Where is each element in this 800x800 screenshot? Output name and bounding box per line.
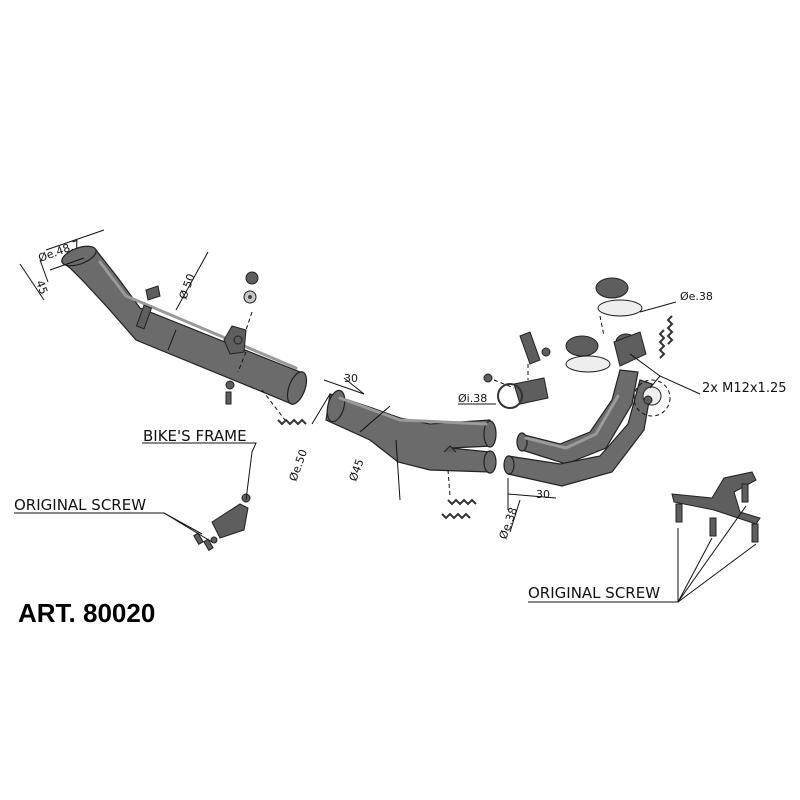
dim-30-a: 30 [344, 372, 358, 385]
dim-30-b: 30 [536, 488, 550, 501]
leader-lines [14, 229, 757, 603]
article-number: ART. 80020 [18, 598, 155, 628]
dim-45: 45 [33, 279, 50, 297]
bracket-parts [483, 315, 605, 409]
spring-3 [441, 512, 471, 520]
frame-bracket [193, 493, 251, 552]
dim-de-38-b: Øe.38 [680, 290, 713, 303]
front-pipe [60, 245, 308, 405]
spring-2 [447, 498, 477, 506]
y-pipe [325, 389, 497, 474]
spring-4 [666, 315, 674, 345]
original-screw-left-label: ORIGINAL SCREW [14, 496, 146, 514]
dim-d45: Ø45 [347, 457, 367, 483]
dim-de-38-a: Øe.38 [497, 506, 520, 541]
original-screw-right-label: ORIGINAL SCREW [528, 584, 660, 602]
dim-de-50: Øe.50 [287, 448, 310, 483]
rear-bracket [671, 471, 761, 543]
thread-spec-label: 2x M12x1.25 [702, 381, 787, 396]
spring-1 [277, 418, 307, 426]
header-pipes [503, 277, 653, 487]
dim-d50: Ø 50 [177, 272, 198, 301]
spring-5 [658, 329, 666, 359]
dim-di-38: Øi.38 [458, 392, 487, 405]
bikes-frame-label: BIKE'S FRAME [143, 427, 247, 445]
pipe1-hardware [225, 271, 286, 421]
